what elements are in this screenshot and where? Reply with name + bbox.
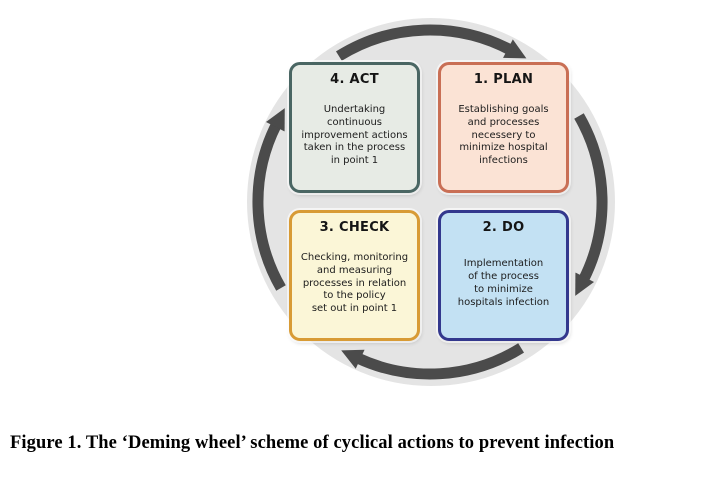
plan-box-body: Establishing goals and processes necesse… [458,104,549,167]
figure-caption: Figure 1. The ‘Deming wheel’ scheme of c… [10,433,615,453]
act-box-body: Undertaking continuous improvement actio… [301,104,408,167]
do-box-body: Implementation of the process to minimiz… [457,258,550,308]
check-box-title: 3. CHECK [319,220,390,235]
cycle-arrow-left [252,108,286,291]
cycle-arrow-right [574,113,608,296]
act-box-title: 4. ACT [330,72,379,87]
plan-box-title: 1. PLAN [473,72,534,87]
deming-wheel-diagram: 4. ACT Undertaking continuous improvemen… [247,18,615,386]
check-box-body: Checking, monitoring and measuring proce… [300,252,409,315]
do-box-title: 2. DO [482,220,525,235]
cycle-arrow-top [335,24,527,61]
act-box: 4. ACT Undertaking continuous improvemen… [289,62,420,193]
cycle-arrow-bottom [341,343,525,380]
check-box: 3. CHECK Checking, monitoring and measur… [289,210,420,341]
do-box: 2. DO Implementation of the process to m… [438,210,569,341]
plan-box: 1. PLAN Establishing goals and processes… [438,62,569,193]
